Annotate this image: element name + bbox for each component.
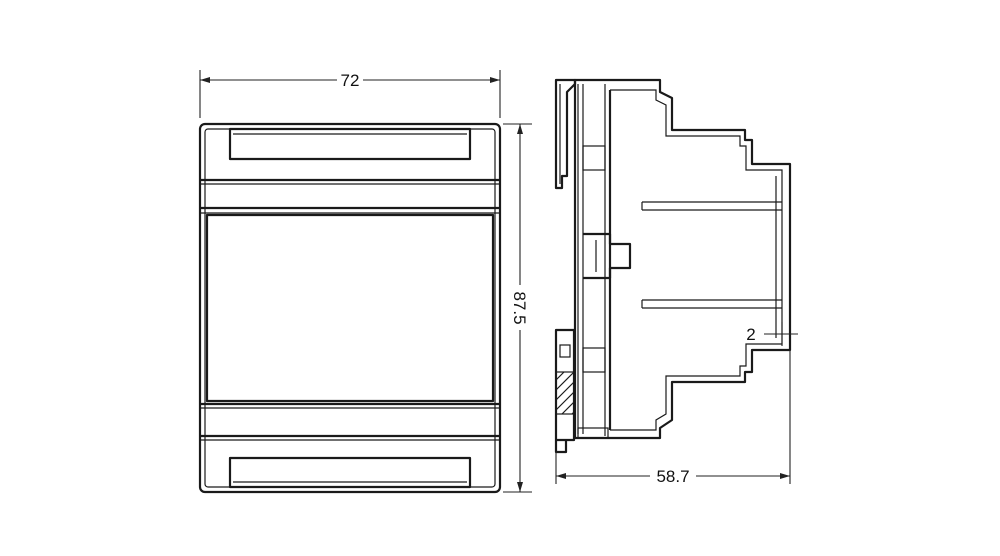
height-dimension: 87.5 — [503, 123, 532, 493]
front-view — [198, 122, 502, 494]
front-housing-outline — [198, 122, 502, 494]
arrow-right — [490, 77, 500, 83]
side-view — [554, 78, 792, 454]
arrow-depth-right — [780, 473, 790, 479]
arrow-left — [200, 77, 210, 83]
arrow-top — [517, 124, 523, 134]
side-housing-outline — [573, 78, 792, 440]
middle-latch — [583, 232, 632, 280]
front-panel — [205, 213, 495, 403]
step-label: 2 — [746, 325, 755, 344]
hatched-section — [555, 371, 575, 415]
depth-label: 58.7 — [656, 467, 689, 486]
lower-terminal — [582, 347, 606, 373]
arrow-depth-left — [556, 473, 566, 479]
height-label: 87.5 — [510, 291, 529, 324]
bottom-label-window — [228, 456, 472, 489]
step-dimension: 2 — [746, 322, 798, 346]
upper-terminal — [582, 145, 606, 171]
width-label: 72 — [341, 71, 360, 90]
top-din-clip — [554, 78, 577, 190]
arrow-bottom — [517, 482, 523, 492]
depth-dimension: 58.7 — [555, 350, 791, 486]
front-housing-inner-edge — [204, 128, 496, 488]
top-label-window — [228, 127, 472, 161]
width-dimension: 72 — [199, 70, 501, 118]
bottom-din-clip — [554, 328, 576, 454]
